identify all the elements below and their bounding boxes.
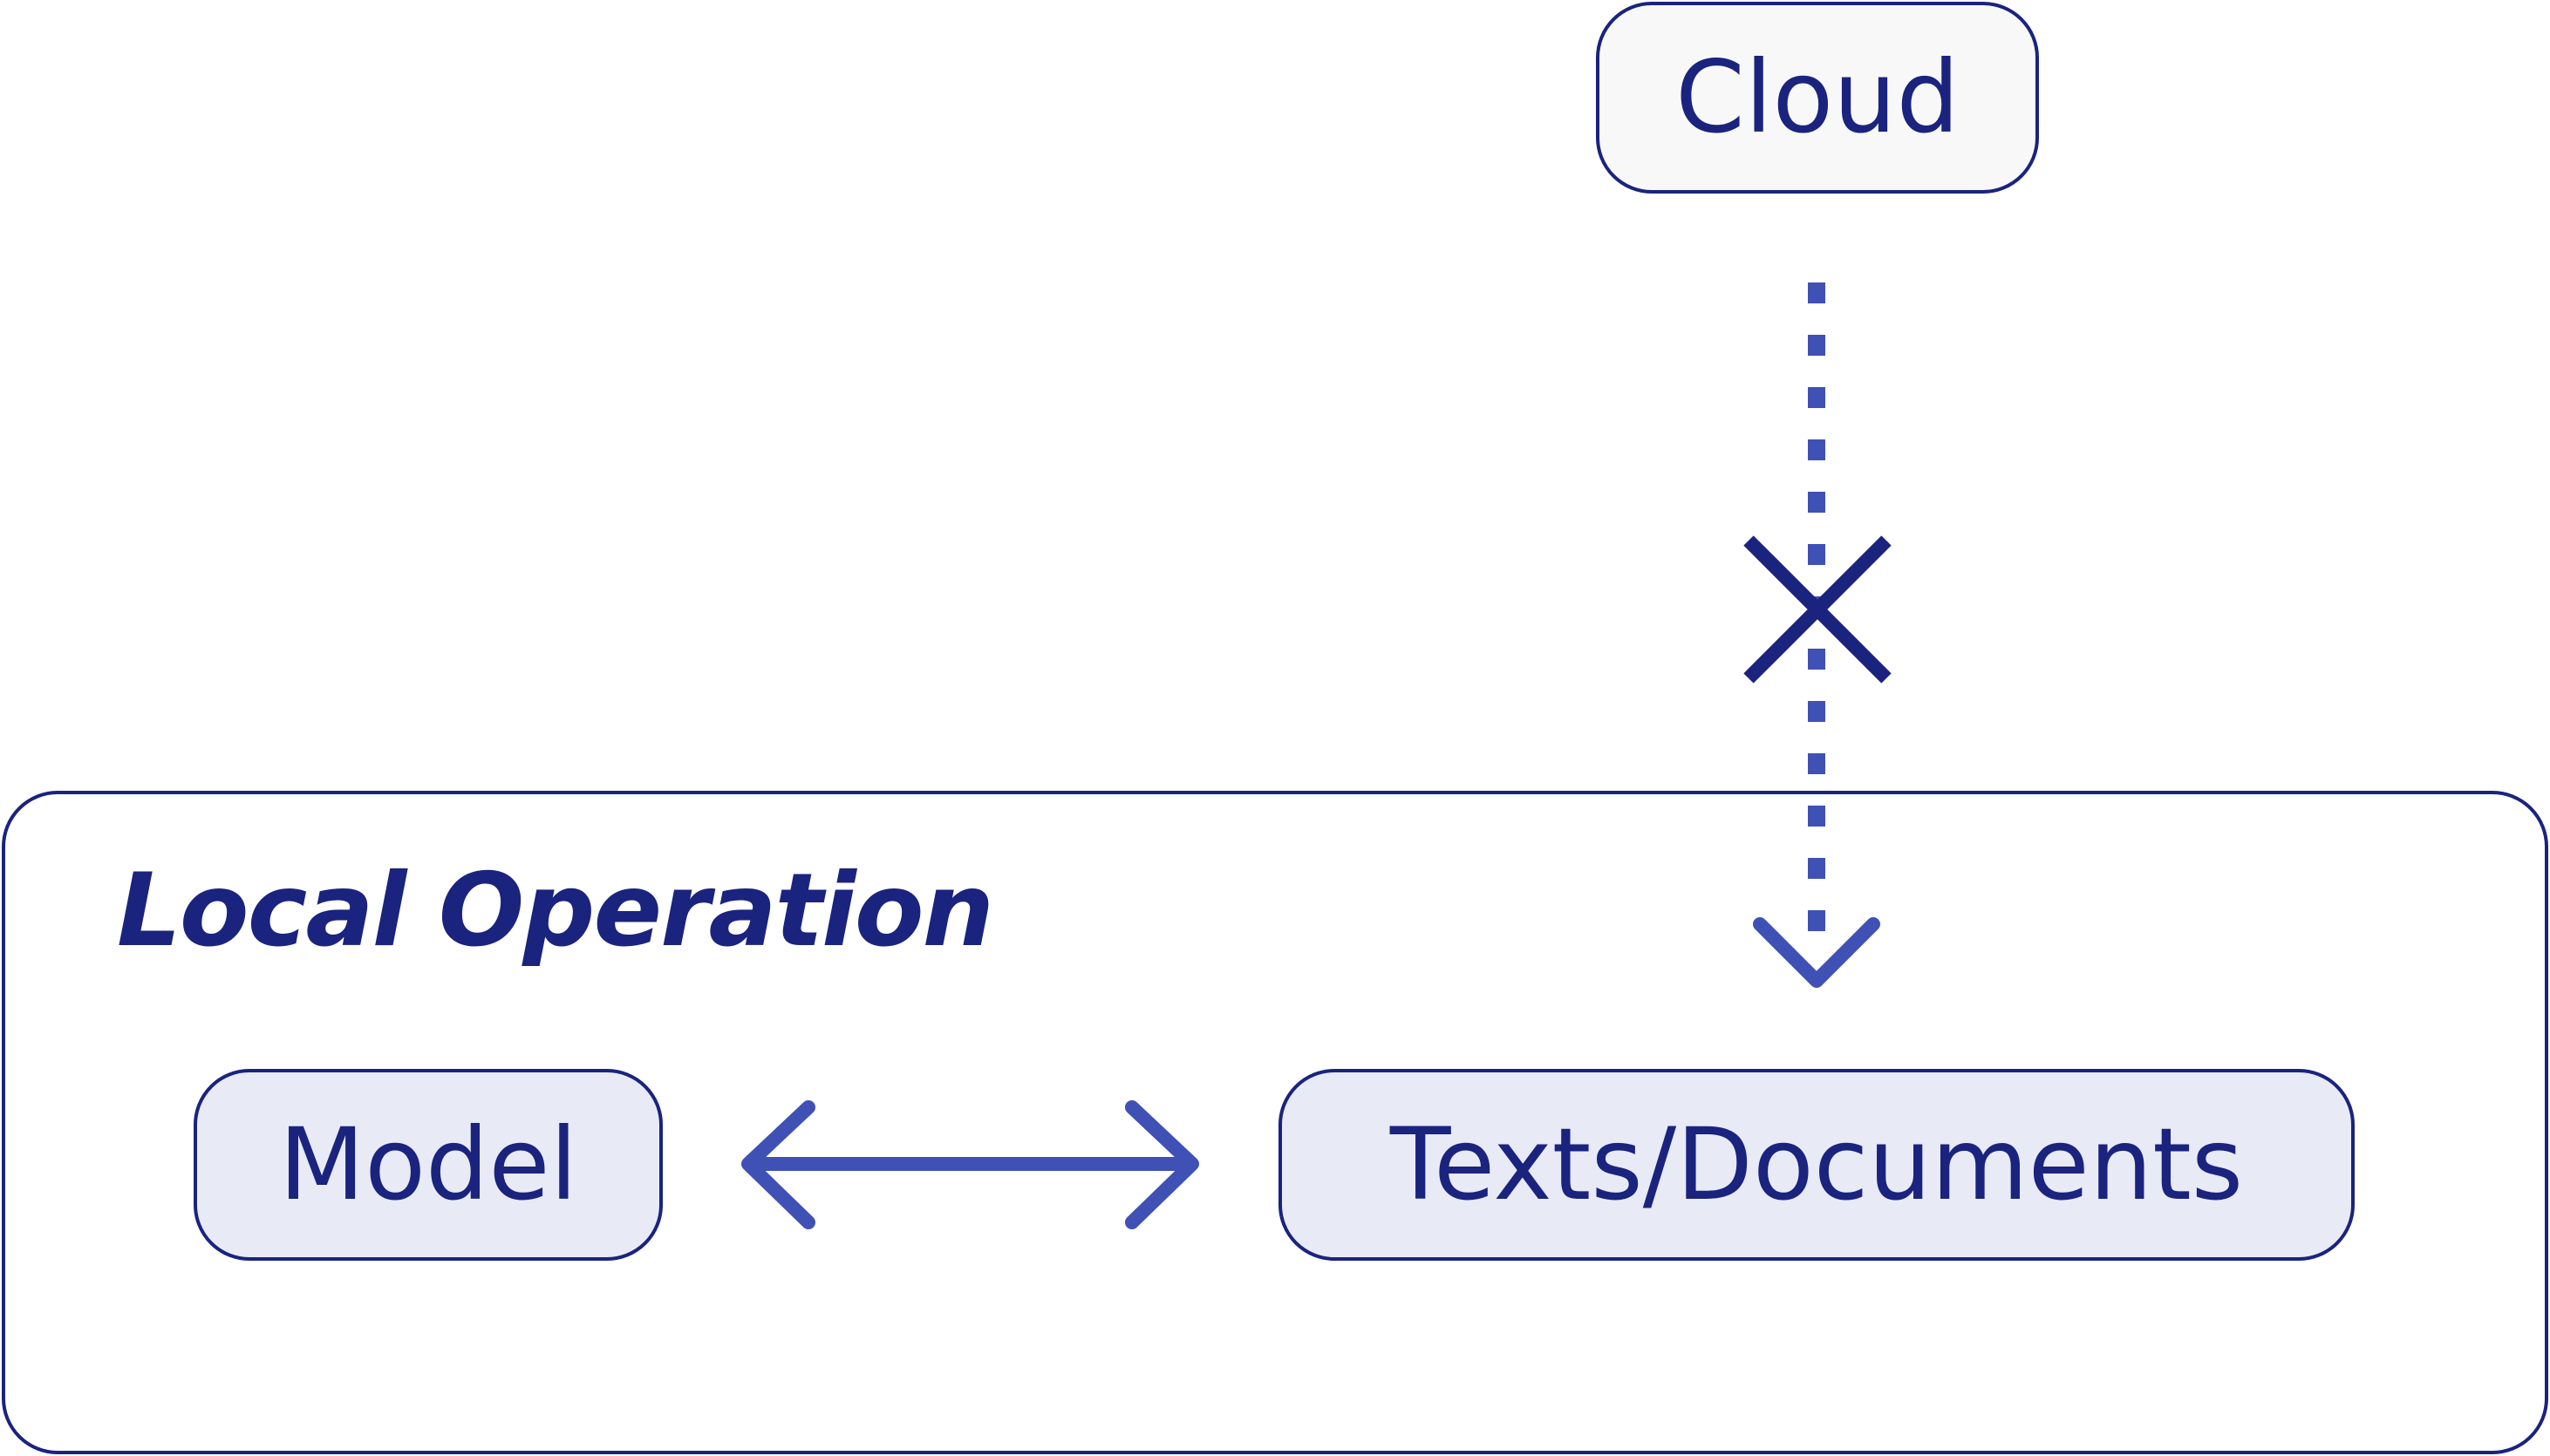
blocked-x-icon xyxy=(1743,535,1892,684)
model-node-label: Model xyxy=(278,1106,578,1222)
model-side-arrowhead-icon xyxy=(741,1100,815,1229)
documents-side-arrowhead-icon xyxy=(1125,1100,1199,1229)
texts-documents-node-label: Texts/Documents xyxy=(1389,1106,2244,1222)
model-node: Model xyxy=(194,1069,663,1261)
local-operation-label: Local Operation xyxy=(117,852,994,970)
cloud-node-label: Cloud xyxy=(1675,39,1960,155)
texts-documents-node: Texts/Documents xyxy=(1278,1069,2355,1261)
local-operation-group xyxy=(2,791,2548,1454)
cloud-node: Cloud xyxy=(1596,2,2039,194)
cloud-to-documents-arrowhead-icon xyxy=(1753,917,1880,988)
